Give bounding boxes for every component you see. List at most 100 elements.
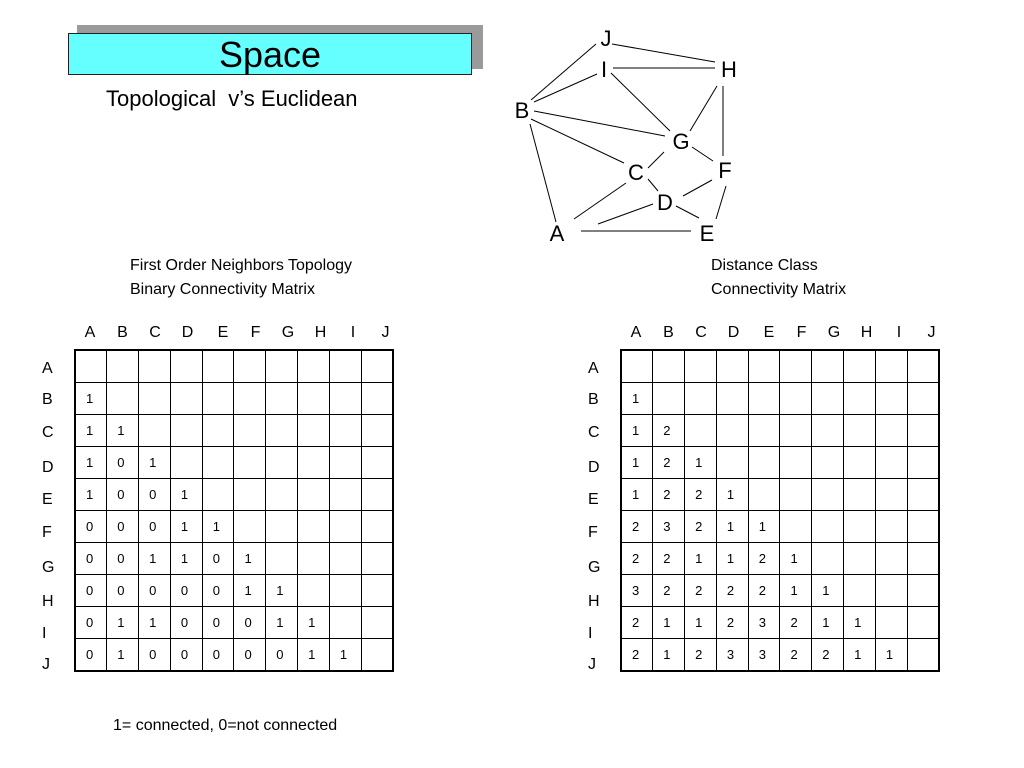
matrix-cell: 1 — [620, 477, 654, 511]
table-row: 1 — [74, 381, 394, 415]
matrix-cell: 2 — [620, 542, 654, 576]
matrix-cell — [652, 349, 686, 383]
matrix-cell: 1 — [74, 381, 108, 415]
matrix-cell — [360, 413, 394, 447]
row-header: F — [42, 524, 52, 541]
matrix-cell — [328, 477, 362, 511]
graph-node-i: I — [601, 57, 607, 82]
matrix-cell: 2 — [684, 477, 717, 511]
matrix-cell — [874, 509, 908, 544]
matrix-cell: 2 — [747, 542, 781, 576]
matrix-cell — [811, 477, 845, 511]
matrix-cell: 0 — [265, 638, 299, 672]
matrix-cell — [328, 381, 362, 415]
matrix-cell: 0 — [138, 574, 171, 608]
matrix-cell: 2 — [684, 638, 717, 672]
matrix-cell — [328, 349, 362, 383]
matrix-cell: 0 — [138, 509, 171, 544]
matrix-cell — [906, 606, 940, 640]
matrix-cell: 2 — [779, 638, 813, 672]
matrix-cell: 1 — [620, 413, 654, 447]
matrix-cell — [652, 381, 686, 415]
matrix-cell: 1 — [74, 413, 108, 447]
matrix-cell — [906, 574, 940, 608]
matrix-cell — [684, 381, 717, 415]
matrix-cell — [779, 445, 813, 479]
column-header: E — [217, 324, 229, 341]
edge-b-a — [529, 123, 557, 223]
row-header: A — [42, 360, 53, 377]
matrix-cell — [360, 349, 394, 383]
matrix-cell — [811, 413, 845, 447]
matrix-cell — [843, 509, 876, 544]
matrix-cell — [265, 542, 299, 576]
row-header: B — [588, 391, 599, 408]
matrix-cell — [360, 477, 394, 511]
matrix-cell — [811, 445, 845, 479]
matrix-cell: 0 — [74, 606, 108, 640]
matrix-cell: 0 — [233, 638, 267, 672]
matrix-cell: 2 — [652, 574, 686, 608]
matrix-cell — [843, 574, 876, 608]
matrix-cell: 0 — [201, 542, 235, 576]
column-header: B — [663, 324, 674, 341]
edge-g-f — [691, 146, 714, 162]
matrix-cell: 3 — [620, 574, 654, 608]
matrix-cell — [811, 542, 845, 576]
graph-node-a: A — [550, 221, 565, 246]
matrix-cell: 3 — [747, 638, 781, 672]
row-header: C — [42, 424, 54, 441]
matrix-cell: 2 — [811, 638, 845, 672]
matrix-cell: 3 — [747, 606, 781, 640]
matrix-cell — [106, 381, 140, 415]
matrix-cell: 1 — [138, 445, 171, 479]
matrix-cell: 2 — [652, 413, 686, 447]
matrix-cell — [138, 413, 171, 447]
matrix-cell — [715, 413, 749, 447]
matrix-cell: 0 — [138, 638, 171, 672]
right-heading-line1: Distance Class — [711, 257, 818, 274]
edge-c-g — [647, 151, 665, 169]
matrix-cell — [360, 638, 394, 672]
matrix-cell — [297, 349, 330, 383]
column-header: A — [630, 324, 642, 341]
matrix-cell: 1 — [233, 542, 267, 576]
matrix-cell — [265, 381, 299, 415]
matrix-cell: 1 — [684, 542, 717, 576]
matrix-cell: 1 — [779, 574, 813, 608]
edge-h-g — [689, 85, 718, 132]
matrix-cell: 0 — [74, 509, 108, 544]
matrix-cell — [138, 381, 171, 415]
left-heading-line1: First Order Neighbors Topology — [130, 257, 353, 274]
matrix-cell: 1 — [843, 606, 876, 640]
matrix-cell — [779, 477, 813, 511]
matrix-cell — [106, 349, 140, 383]
matrix-cell: 1 — [138, 606, 171, 640]
matrix-cell: 2 — [652, 477, 686, 511]
matrix-cell — [843, 349, 876, 383]
matrix-cell: 1 — [297, 638, 330, 672]
edge-b-g — [533, 110, 666, 137]
matrix-cell: 0 — [74, 574, 108, 608]
matrix-cell — [906, 349, 940, 383]
matrix-cell — [360, 542, 394, 576]
matrix-cell — [620, 349, 654, 383]
edge-d-e — [675, 205, 700, 219]
matrix-cell — [328, 413, 362, 447]
row-header: B — [42, 391, 53, 408]
graph-node-f: F — [718, 158, 731, 183]
matrix-cell — [360, 574, 394, 608]
matrix-cell: 1 — [652, 606, 686, 640]
matrix-cell — [843, 477, 876, 511]
matrix-cell — [906, 477, 940, 511]
